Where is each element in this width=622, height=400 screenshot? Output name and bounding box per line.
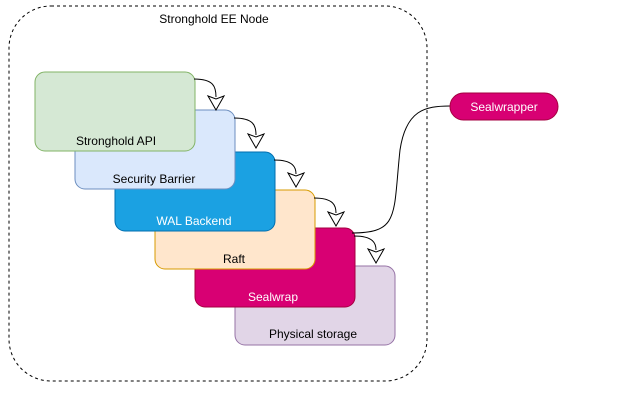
- connector-wal-to-raft: [273, 159, 297, 175]
- arrowhead-sealwrap-to-physical: [366, 248, 386, 265]
- sealwrapper-node[interactable]: Sealwrapper: [449, 92, 559, 121]
- layer-physical-storage-label: Physical storage: [269, 327, 357, 341]
- layer-sealwrap-label: Sealwrap: [248, 290, 298, 304]
- node-container-title: Stronghold EE Node: [159, 12, 269, 26]
- connector-api-to-barrier: [193, 78, 217, 98]
- connector-sealwrap-to-sealwrapper: [351, 105, 451, 234]
- arrowhead-wal-to-raft: [286, 172, 306, 189]
- arrowhead-barrier-to-wal: [246, 133, 266, 150]
- connector-barrier-to-wal: [233, 117, 257, 136]
- layer-raft-label: Raft: [223, 252, 246, 266]
- connector-raft-to-sealwrap: [313, 197, 337, 214]
- layer-security-barrier-label: Security Barrier: [113, 172, 196, 186]
- sealwrapper-label: Sealwrapper: [470, 100, 537, 114]
- layer-wal-backend-label: WAL Backend: [156, 214, 231, 228]
- layer-stronghold-api[interactable]: Stronghold API: [34, 71, 196, 152]
- arrowhead-raft-to-sealwrap: [326, 211, 346, 228]
- layer-stronghold-api-label: Stronghold API: [76, 134, 156, 148]
- connector-sealwrap-to-physical: [353, 235, 377, 251]
- arrowhead-api-to-barrier: [206, 95, 226, 112]
